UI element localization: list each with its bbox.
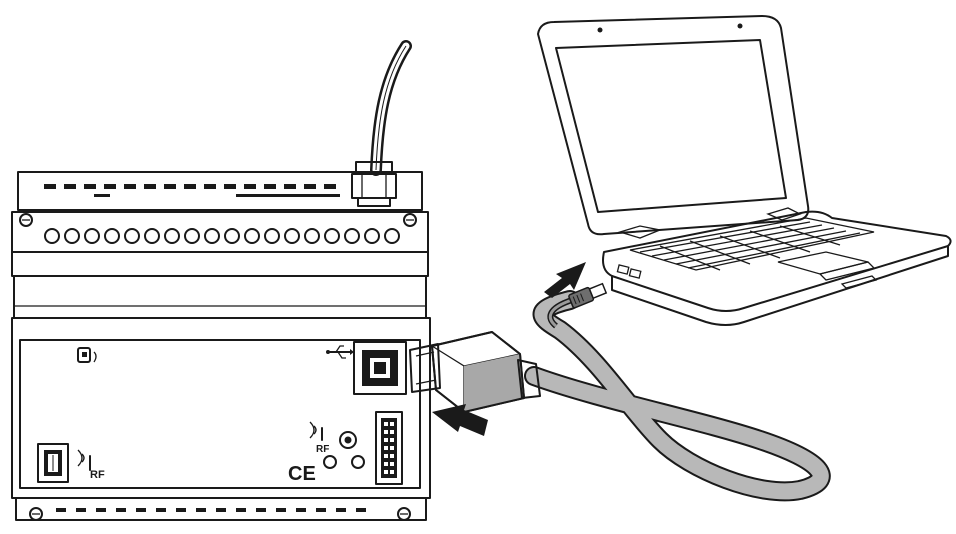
laptop [537, 15, 952, 326]
module-top-rail [17, 171, 423, 211]
status-led-large [339, 431, 357, 449]
laptop-usb-port-2 [628, 268, 642, 279]
laptop-base [602, 210, 952, 312]
top-terminals [44, 184, 340, 197]
status-led-2 [351, 455, 365, 469]
status-led-1 [323, 455, 337, 469]
usb-symbol-icon [326, 345, 354, 359]
laptop-touchpad [777, 251, 869, 275]
arrow-to-laptop [544, 262, 586, 298]
usb-b-port [353, 341, 407, 395]
bottom-terminals [56, 508, 366, 512]
laptop-usb-port-1 [616, 264, 630, 275]
antenna-connector [351, 161, 397, 207]
screw-top-right [403, 213, 417, 227]
module-bottom-rail [15, 497, 427, 521]
screw-bottom-right [397, 507, 411, 521]
laptop-lid [537, 15, 810, 236]
screw-bottom-left [29, 507, 43, 521]
laptop-camera [597, 27, 603, 33]
arrow-to-module [432, 404, 488, 436]
rf-label-left: RF [90, 469, 105, 481]
ce-mark: CE [288, 463, 316, 485]
expansion-connector [375, 411, 403, 485]
module-front-panel [11, 317, 431, 499]
cable-body [526, 292, 829, 500]
usb-a-plug [568, 282, 608, 309]
rf-label-right: RF [316, 444, 329, 455]
screw-top-left [19, 213, 33, 227]
controller-module: RF RF CE [11, 40, 431, 521]
usb-b-plug [409, 331, 541, 413]
rf-antenna-icon-right [309, 421, 323, 441]
usb-cable [524, 282, 831, 502]
laptop-screen [555, 39, 787, 213]
keyboard-keys [639, 221, 861, 271]
rf-antenna-icon-left [77, 449, 91, 471]
sim-card-icon [77, 347, 97, 363]
laptop-mic [737, 23, 743, 29]
rf-port-left [37, 443, 69, 483]
laptop-keyboard [629, 217, 875, 271]
terminal-row-top [44, 228, 400, 244]
